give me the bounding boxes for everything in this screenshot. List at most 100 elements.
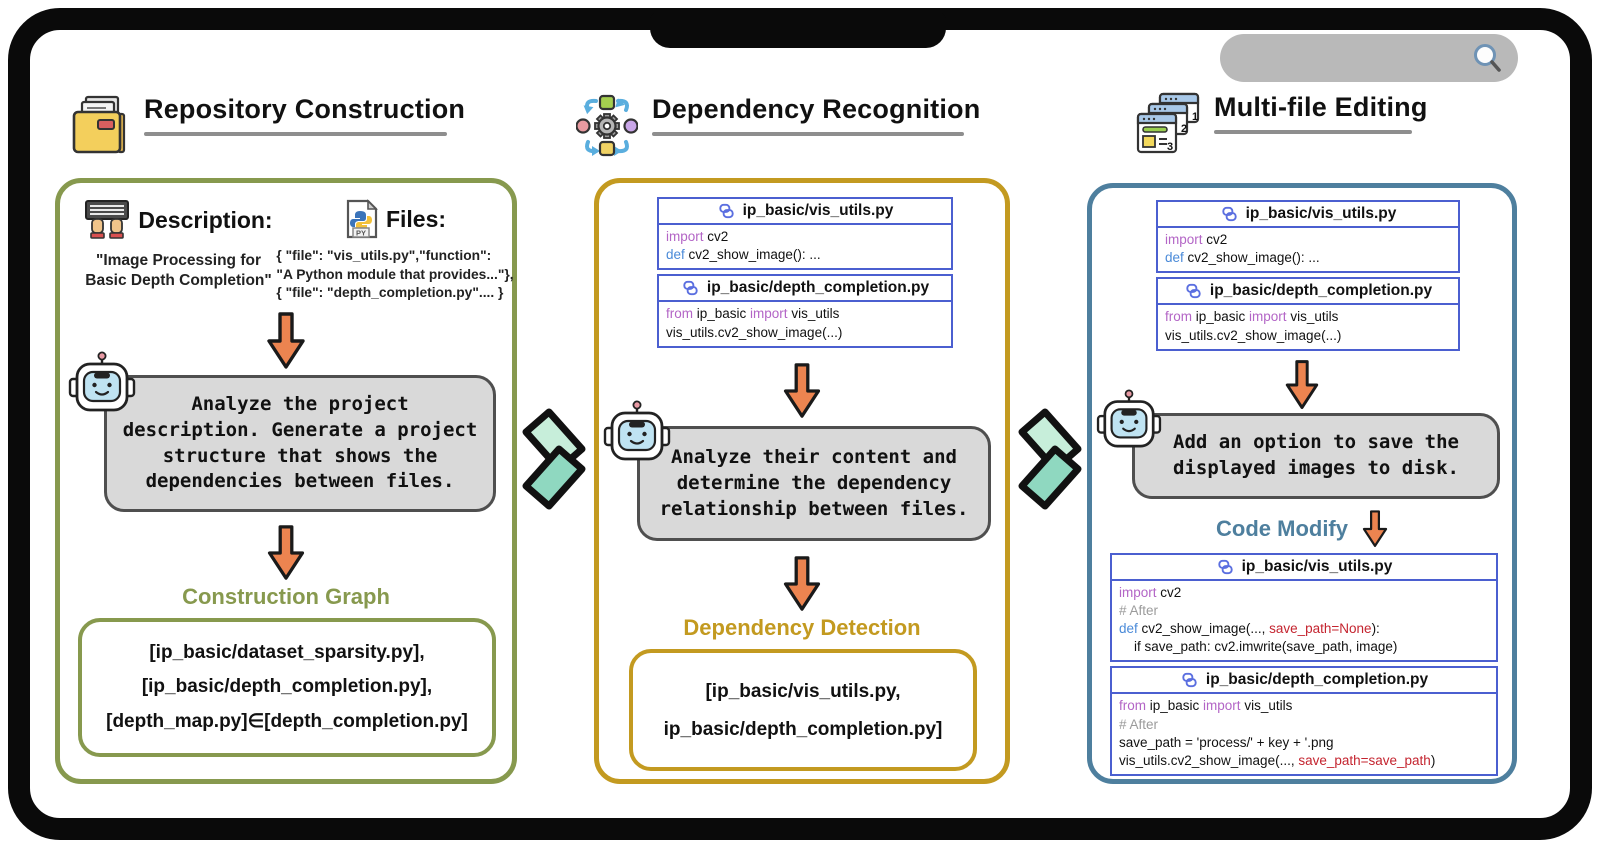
code-line: from ip_basic import vis_utils <box>1119 698 1293 714</box>
code-file-title: ip_basic/vis_utils.py <box>1245 205 1397 222</box>
code-file-box: ip_basic/depth_completion.py from ip_bas… <box>1110 666 1498 777</box>
dependency-detection-box: [ip_basic/vis_utils.py, ip_basic/depth_c… <box>629 649 977 772</box>
down-arrow-icon <box>1285 360 1319 409</box>
code-line: import cv2 <box>1165 232 1228 247</box>
code-file-box: ip_basic/depth_completion.py from ip_bas… <box>1156 277 1460 351</box>
files-block: PY Files: { "file": "vis_utils.py","func… <box>276 199 514 303</box>
section-title: Multi-file Editing <box>1214 92 1428 122</box>
stacked-windows-icon: 1 2 3 <box>1136 92 1200 154</box>
robot-icon <box>603 399 671 461</box>
description-block: Description: "Image Processing for Basic… <box>76 199 281 303</box>
next-step-chevron-icon <box>518 408 590 510</box>
python-logo-icon <box>718 203 734 219</box>
search-input[interactable] <box>1220 34 1518 82</box>
down-arrow-icon <box>783 556 821 612</box>
python-logo-icon <box>1217 559 1233 574</box>
small-down-arrow-icon <box>1362 509 1388 547</box>
graph-entry: [ip_basic/depth_completion.py], <box>141 676 433 698</box>
dependency-entry: [ip_basic/vis_utils.py, <box>705 681 901 703</box>
robot-icon <box>1096 388 1162 448</box>
source-files: ip_basic/vis_utils.py import cv2 def cv2_… <box>1156 200 1460 351</box>
down-arrow-icon <box>783 363 821 418</box>
title-underline <box>1214 130 1412 134</box>
section-title: Dependency Recognition <box>652 94 981 124</box>
header-multi-file-editing: 1 2 3 Multi-file Editing <box>1136 92 1428 158</box>
code-line: def cv2_show_image(..., save_path=None): <box>1119 620 1380 636</box>
down-arrow-icon <box>267 525 305 580</box>
llm-step: Analyze the project description. Generat… <box>68 350 496 513</box>
description-label: Description: <box>138 206 273 233</box>
code-modify-label: Code Modify <box>1216 515 1348 541</box>
code-file-box: ip_basic/vis_utils.py import cv2 def cv2_… <box>1156 200 1460 274</box>
code-file-body: from ip_basic import vis_utils # After sav… <box>1112 694 1496 774</box>
files-json: { "file": "vis_utils.py","function": "A … <box>276 247 513 303</box>
code-line: # After <box>1119 602 1159 618</box>
llm-instruction: Analyze the project description. Generat… <box>104 374 496 513</box>
title-underline <box>144 132 447 136</box>
code-line: save_path = 'process/' + key + '.png <box>1119 734 1334 750</box>
code-modify-row: Code Modify <box>1092 509 1512 549</box>
code-line: import cv2 <box>666 229 729 244</box>
next-step-chevron-icon <box>1014 408 1086 510</box>
dependency-entry: ip_basic/depth_completion.py] <box>663 719 943 741</box>
svg-text:2: 2 <box>1181 123 1187 135</box>
code-line: from ip_basic import vis_utils <box>1165 309 1339 325</box>
python-logo-icon <box>1221 206 1237 222</box>
inputs-row: Description: "Image Processing for Basic… <box>60 183 514 303</box>
code-file-title: ip_basic/depth_completion.py <box>1209 282 1433 300</box>
code-line: # After <box>1119 716 1159 732</box>
construction-graph-box: [ip_basic/dataset_sparsity.py], [ip_basi… <box>78 618 496 758</box>
code-line: from ip_basic import vis_utils <box>666 306 840 322</box>
llm-step: Add an option to save the displayed imag… <box>1096 388 1500 499</box>
code-file-title: ip_basic/vis_utils.py <box>742 202 894 219</box>
flow-arrow <box>60 524 512 582</box>
flow-arrow <box>599 555 1005 613</box>
files-label: Files: <box>385 205 447 232</box>
code-file-body: from ip_basic import vis_utils vis_utils.… <box>659 302 951 345</box>
dependency-detection-label: Dependency Detection <box>683 615 921 641</box>
graph-entry: [ip_basic/dataset_sparsity.py], <box>149 642 425 664</box>
python-logo-icon <box>1186 284 1201 299</box>
svg-text:3: 3 <box>1167 141 1173 153</box>
svg-text:PY: PY <box>356 229 366 238</box>
code-file-body: import cv2 # After def cv2_show_image(...,… <box>1112 581 1496 661</box>
panel-repository-construction: Description: "Image Processing for Basic… <box>55 178 517 784</box>
python-logo-icon <box>683 281 698 296</box>
code-line: vis_utils.cv2_show_image(...) <box>1165 327 1342 343</box>
python-file-icon: PY <box>346 199 378 239</box>
files-json-line: "A Python module that provides..."}, <box>276 266 514 282</box>
llm-instruction: Add an option to save the displayed imag… <box>1132 412 1500 499</box>
description-text: "Image Processing for Basic Depth Comple… <box>85 252 272 290</box>
code-file-title: ip_basic/depth_completion.py <box>706 279 930 297</box>
code-line: def cv2_show_image(): ... <box>1165 250 1320 266</box>
files-json-line: { "file": "vis_utils.py","function": <box>276 248 492 263</box>
construction-graph-label: Construction Graph <box>182 584 390 610</box>
code-line: if save_path: cv2.imwrite(save_path, ima… <box>1119 639 1398 655</box>
code-file-box: ip_basic/depth_completion.py from ip_bas… <box>657 274 953 348</box>
section-title: Repository Construction <box>144 94 466 124</box>
robot-icon <box>68 350 136 412</box>
graph-entry: [depth_map.py]∈[depth_completion.py] <box>106 711 468 733</box>
code-line: import cv2 <box>1119 584 1182 600</box>
typing-keyboard-icon <box>85 200 130 239</box>
title-underline <box>652 132 964 136</box>
code-file-box: ip_basic/vis_utils.py import cv2 # After d… <box>1110 552 1498 663</box>
code-line: vis_utils.cv2_show_image(...) <box>666 324 843 340</box>
code-file-body: import cv2 def cv2_show_image(): ... <box>1158 228 1458 271</box>
files-json-line: { "file": "depth_completion.py".... } <box>276 285 504 301</box>
device-notch <box>650 12 946 48</box>
python-logo-icon <box>1182 673 1197 688</box>
panel-multi-file-editing: ip_basic/vis_utils.py import cv2 def cv2_… <box>1087 183 1517 784</box>
workflow-gear-icon <box>576 94 638 157</box>
code-line: vis_utils.cv2_show_image(..., save_path=… <box>1119 753 1436 769</box>
down-arrow-icon <box>267 312 305 369</box>
header-dependency-recognition: Dependency Recognition <box>576 94 980 158</box>
llm-instruction: Analyze their content and determine the … <box>637 425 991 542</box>
header-repository-construction: Repository Construction <box>70 94 465 156</box>
modified-files: ip_basic/vis_utils.py import cv2 # After d… <box>1110 552 1498 777</box>
code-file-title: ip_basic/vis_utils.py <box>1241 557 1393 575</box>
